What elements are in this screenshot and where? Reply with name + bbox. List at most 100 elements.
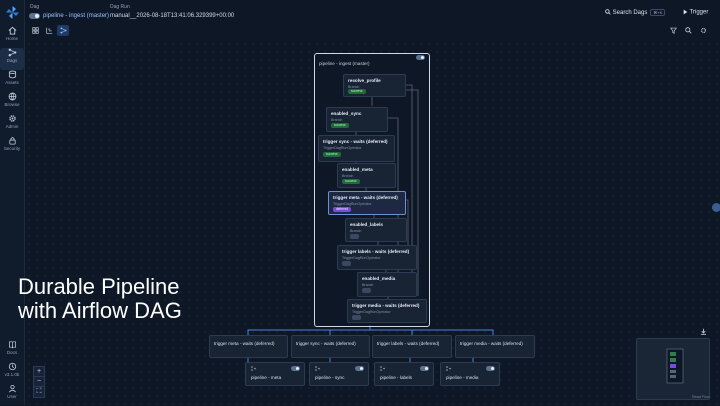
airflow-logo-icon[interactable] bbox=[6, 6, 19, 19]
sidebar-item-security[interactable]: Security bbox=[0, 136, 24, 158]
status-badge: success bbox=[323, 152, 341, 157]
status-badge: success bbox=[331, 123, 349, 128]
gear-icon bbox=[700, 27, 706, 34]
overlay-title: Durable Pipeline with Airflow DAG bbox=[18, 274, 182, 323]
sidebar-item-dags[interactable]: Dags bbox=[0, 48, 24, 70]
graph-search-button[interactable] bbox=[682, 25, 694, 36]
dag-name: pipeline - meta bbox=[251, 375, 282, 380]
lock-icon bbox=[8, 137, 16, 145]
sidebar-item-assets[interactable]: Assets bbox=[0, 70, 24, 92]
version-icon bbox=[8, 362, 16, 371]
task-name: enabled_sync bbox=[331, 111, 362, 116]
sidebar-item-browse[interactable]: Browse bbox=[0, 92, 24, 114]
filter-button[interactable] bbox=[667, 25, 679, 36]
gear-icon bbox=[8, 115, 16, 122]
graph-view-button[interactable] bbox=[57, 25, 69, 36]
gantt-icon bbox=[45, 27, 52, 34]
react-flow-attribution[interactable]: React Flow bbox=[692, 395, 710, 399]
task-type: Branch bbox=[348, 85, 360, 89]
dag-icon bbox=[251, 366, 256, 371]
sidebar-item-version[interactable]: v3.1.0b bbox=[0, 362, 24, 384]
fit-view-button[interactable]: ⛶ bbox=[33, 386, 45, 398]
task-type: Branch bbox=[362, 283, 374, 287]
task-node-trigger-media[interactable]: trigger media - waits (deferred) Trigger… bbox=[347, 299, 427, 323]
trigger-node-media[interactable]: trigger media - waits (deferred) bbox=[455, 335, 535, 358]
task-node-resolve-profile[interactable]: resolve_profile Branch success bbox=[343, 74, 406, 97]
status-badge: success bbox=[342, 179, 360, 184]
gantt-view-button[interactable] bbox=[43, 25, 55, 36]
sidebar-item-admin[interactable]: Admin bbox=[0, 114, 24, 136]
download-icon[interactable] bbox=[700, 328, 707, 335]
edge bbox=[247, 325, 371, 335]
panel-collapse-handle[interactable] bbox=[712, 203, 720, 212]
sidebar-item-label: Admin bbox=[5, 124, 19, 129]
home-icon bbox=[8, 26, 16, 35]
sidebar: Home Dags Assets Browse Admin Security D… bbox=[0, 0, 25, 405]
dag-node-meta[interactable]: pipeline - meta bbox=[245, 362, 305, 386]
dag-pause-toggle[interactable] bbox=[355, 366, 364, 371]
sidebar-item-home[interactable]: Home bbox=[0, 26, 24, 48]
filter-icon bbox=[669, 27, 677, 34]
status-badge bbox=[362, 288, 371, 293]
dag-name: pipeline - labels bbox=[380, 375, 412, 380]
globe-icon bbox=[8, 92, 16, 101]
settings-button[interactable] bbox=[697, 25, 709, 36]
trigger-button[interactable]: Trigger bbox=[683, 9, 708, 16]
trigger-node-labels[interactable]: trigger labels - waits (deferred) bbox=[372, 335, 452, 358]
status-badge bbox=[342, 261, 351, 266]
dag-icon bbox=[446, 366, 451, 371]
grid-icon bbox=[31, 27, 39, 34]
dag-pause-toggle[interactable] bbox=[29, 13, 40, 19]
search-dags-button[interactable]: Search Dags⌘+K bbox=[605, 9, 666, 16]
sidebar-item-label: User bbox=[7, 394, 17, 399]
task-node-enabled-media[interactable]: enabled_media Branch bbox=[357, 272, 417, 297]
dag-pause-toggle[interactable] bbox=[291, 366, 300, 371]
status-badge bbox=[352, 315, 361, 320]
sidebar-item-user[interactable]: User bbox=[0, 384, 24, 406]
trigger-node-meta[interactable]: trigger meta - waits (deferred) bbox=[209, 335, 288, 358]
sidebar-item-label: v3.1.0b bbox=[4, 372, 20, 377]
group-pause-toggle[interactable] bbox=[416, 55, 425, 60]
task-name: enabled_meta bbox=[342, 167, 373, 172]
task-type: Branch bbox=[350, 229, 362, 233]
user-icon bbox=[8, 384, 16, 393]
dag-pause-toggle[interactable] bbox=[486, 366, 495, 371]
trigger-name: trigger meta - waits (deferred) bbox=[214, 341, 275, 346]
book-icon bbox=[8, 341, 16, 349]
search-icon bbox=[605, 9, 611, 16]
task-name: resolve_profile bbox=[348, 78, 381, 83]
dag-node-media[interactable]: pipeline - media bbox=[440, 362, 500, 386]
search-dags-label: Search Dags bbox=[612, 10, 648, 16]
task-name: trigger media - waits (deferred) bbox=[352, 303, 420, 308]
sidebar-item-label: Dags bbox=[6, 58, 18, 63]
task-node-enabled-sync[interactable]: enabled_sync Branch success bbox=[326, 107, 388, 132]
task-node-trigger-sync[interactable]: trigger sync - waits (deferred) TriggerD… bbox=[318, 135, 395, 162]
dag-name: pipeline - media bbox=[446, 375, 479, 380]
trigger-name: trigger labels - waits (deferred) bbox=[377, 341, 440, 346]
dag-icon bbox=[380, 366, 385, 371]
task-node-enabled-labels[interactable]: enabled_labels Branch bbox=[345, 218, 407, 242]
trigger-node-sync[interactable]: trigger sync - waits (deferred) bbox=[291, 335, 370, 358]
grid-view-button[interactable] bbox=[29, 25, 41, 36]
dag-name: pipeline - sync bbox=[315, 375, 345, 380]
task-type: TriggerDagRunOperator bbox=[352, 310, 391, 314]
dag-node-sync[interactable]: pipeline - sync bbox=[309, 362, 369, 386]
dag-name-link[interactable]: pipeline - ingest (master) bbox=[43, 13, 110, 19]
task-node-enabled-meta[interactable]: enabled_meta Branch success bbox=[337, 163, 396, 188]
task-node-trigger-labels[interactable]: trigger labels - waits (deferred) Trigge… bbox=[337, 245, 417, 270]
sidebar-item-label: Browse bbox=[4, 102, 20, 107]
dag-node-labels[interactable]: pipeline - labels bbox=[374, 362, 434, 386]
dag-icon bbox=[315, 366, 320, 371]
task-name: trigger meta - waits (deferred) bbox=[333, 195, 398, 200]
status-badge: success bbox=[348, 89, 366, 94]
trigger-name: trigger media - waits (deferred) bbox=[460, 341, 523, 346]
task-node-trigger-meta[interactable]: trigger meta - waits (deferred) TriggerD… bbox=[328, 191, 406, 215]
task-name: trigger sync - waits (deferred) bbox=[323, 139, 388, 144]
sidebar-item-docs[interactable]: Docs bbox=[0, 340, 24, 362]
edge bbox=[370, 329, 494, 335]
task-type: Branch bbox=[342, 174, 354, 178]
minimap[interactable] bbox=[636, 338, 710, 400]
task-name: enabled_labels bbox=[350, 222, 383, 227]
search-icon bbox=[684, 27, 692, 34]
dag-pause-toggle[interactable] bbox=[420, 366, 429, 371]
